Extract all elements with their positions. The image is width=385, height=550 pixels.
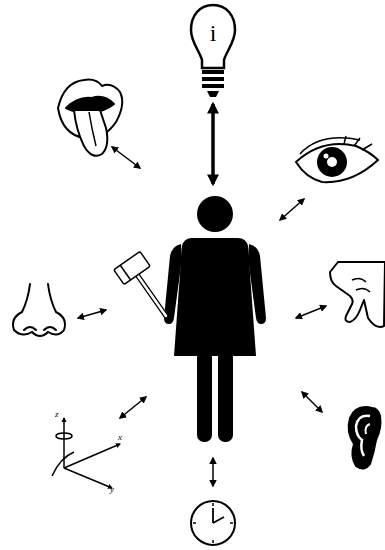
arrow <box>280 199 304 220</box>
clock-icon <box>191 501 235 545</box>
info-symbol: i <box>189 20 237 47</box>
arrow <box>78 310 106 318</box>
arrow <box>120 397 146 418</box>
arrow <box>302 392 322 412</box>
lightbulb-outline <box>189 2 237 102</box>
axes-icon <box>52 418 120 488</box>
axis-label: x <box>118 432 122 442</box>
eye-icon <box>296 136 378 182</box>
arrow <box>212 458 214 486</box>
sense-arrows <box>78 104 326 486</box>
arrow <box>112 147 140 168</box>
nose-icon <box>13 284 65 336</box>
hammer-icon <box>114 251 166 316</box>
axis-label: y <box>110 484 114 494</box>
bulb-base <box>202 70 224 97</box>
mouth-icon <box>58 80 122 156</box>
axis-label: z <box>55 409 59 419</box>
hand-icon <box>330 262 385 327</box>
ear-icon <box>349 407 381 468</box>
thick-arrow <box>211 104 215 184</box>
arrow <box>296 306 326 318</box>
woman-figure <box>164 196 266 442</box>
lightbulb-node: i <box>189 2 237 102</box>
